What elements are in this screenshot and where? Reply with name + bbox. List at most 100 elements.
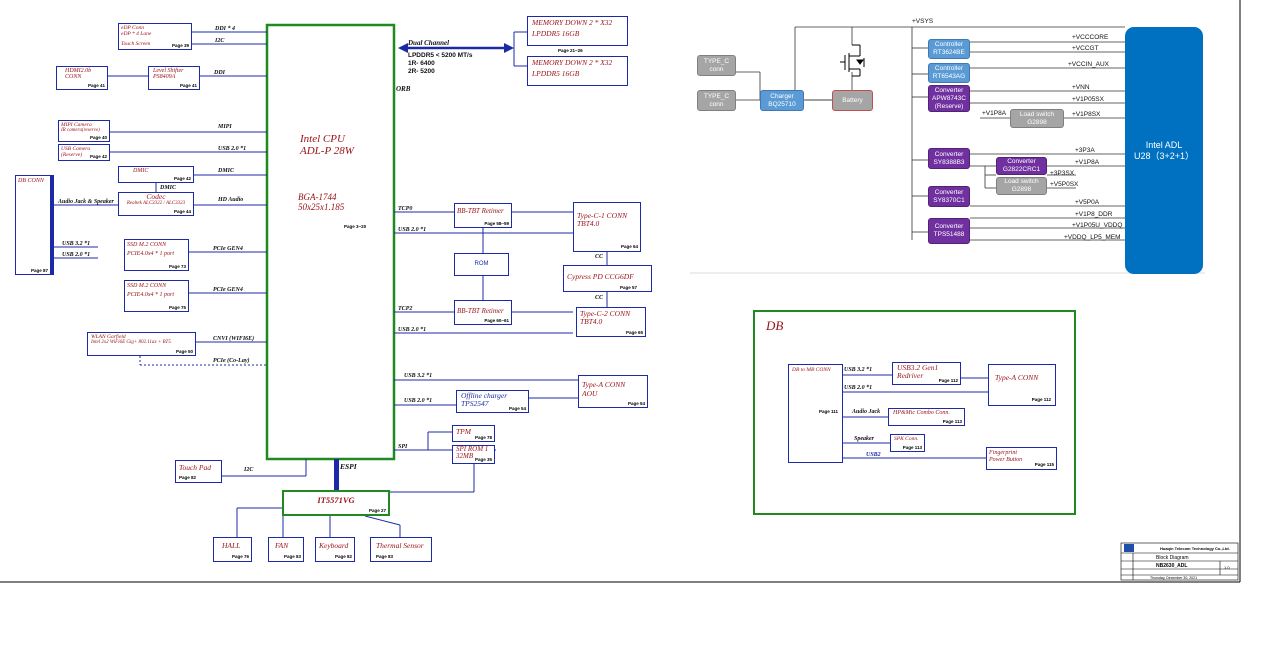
- edp-page: Page 39: [171, 43, 189, 48]
- ssd1-page: Page 73: [168, 264, 186, 269]
- memory-down-1: MEMORY DOWN 2 * X32 LPDDR5 16GB: [527, 16, 628, 46]
- hdmi-conn: HDMI2.0b CONN Page 41: [56, 66, 108, 90]
- spk-label: SPK Conn.: [894, 436, 919, 442]
- sig-db-usb20: USB 2.0 *1: [844, 385, 873, 391]
- rail-v5p0sx: +V5P0SX: [1050, 181, 1079, 188]
- converter-sy8388b3: Converter SY8388B3: [928, 148, 970, 169]
- fingerprint-power-button: Fingerprint Power Button Page 115: [986, 447, 1057, 470]
- ctrl1-line2: RT3624BE: [933, 49, 965, 56]
- cpu-name: Intel CPU: [300, 133, 345, 145]
- touch-pad: Touch Pad Page 82: [175, 460, 222, 483]
- offline-line1: Offline charger: [461, 391, 508, 400]
- memory-down-2: MEMORY DOWN 2 * X32 LPDDR5 16GB: [527, 56, 628, 86]
- hdmi-page: Page 41: [87, 83, 105, 88]
- converter-apw8743c: Converter APW8743C (Reserve): [928, 85, 970, 112]
- titleblock-date: Thursday, December 30, 2021: [1150, 576, 1198, 580]
- cypress-label: Cypress PD CCG6DF: [567, 272, 634, 281]
- ctrl2-line2: RT6543AG: [932, 73, 966, 80]
- battery: Battery: [832, 90, 873, 111]
- sig-audio-jack: Audio Jack: [852, 409, 881, 415]
- redriver-line2: Redriver: [897, 371, 924, 380]
- offline-charger: Offline charger TPS2547 Page 54: [456, 390, 529, 413]
- touchpad-page: Page 82: [179, 475, 197, 480]
- cpu-orb-label: ORB: [396, 85, 411, 93]
- level-shifter: Level Shifter PS8409A Page 41: [148, 66, 200, 90]
- cpu-package: BGA-1744 50x25x1.185: [298, 192, 344, 212]
- sig-tcp0: TCP0: [398, 206, 413, 212]
- db-conn-label: DB to MB CONN: [792, 367, 831, 373]
- rail-vcccore: +VCCCORE: [1072, 34, 1109, 41]
- fp-line2: Power Button: [989, 457, 1023, 463]
- converter-tps51488: Converter TPS51488: [928, 218, 970, 244]
- conv3-line1: Converter: [1007, 158, 1036, 165]
- tbt-retimer-2: BB-TBT Retimer Page 60~61: [454, 300, 512, 325]
- ec-label: IT5571VG: [317, 495, 355, 505]
- converter-g2822crc1: Converter G2822CRC1: [996, 157, 1047, 175]
- sig-tbt1-usb20: USB 2.0 *1: [398, 227, 427, 233]
- offline-line2: TPS2547: [461, 399, 489, 408]
- edp-line1: eDP Conn: [121, 25, 144, 31]
- sig-pcie-gen4-2: PCIe GEN4: [213, 287, 243, 293]
- thermal-sensor: Thermal Sensor Page 83: [370, 537, 432, 562]
- cypress-page: Page 57: [619, 285, 637, 290]
- typea-line1: Type-A CONN: [582, 380, 626, 389]
- controller-rt3624be: Controller RT3624BE: [928, 39, 970, 59]
- conv3-line2: G2822CRC1: [1002, 166, 1041, 173]
- cpu-model: ADL-P 28W: [300, 145, 354, 157]
- typec-conn-b-label: TYPE_C conn: [703, 92, 730, 108]
- tbt1-label: BB-TBT Retimer: [457, 207, 504, 215]
- mipi-line1: MIPI Camera: [61, 122, 92, 128]
- dmic-label: DMIC: [133, 168, 149, 174]
- sig-dmic-2: DMIC: [160, 185, 177, 191]
- rail-v5p0a: +V5P0A: [1075, 199, 1100, 206]
- usbcam-line1: USB Camera: [61, 146, 91, 152]
- load2-line1: Load switch: [1004, 178, 1039, 185]
- spk-conn: SPK Conn. Page 113: [890, 434, 925, 452]
- sig-audio-jack-speaker: Audio Jack & Speaker: [58, 199, 114, 205]
- redriver-page: Page 112: [938, 378, 958, 383]
- rail-v1p8sx: +V1P8SX: [1072, 111, 1101, 118]
- keyboard: Keyboard Page 82: [315, 537, 355, 562]
- ssd2-line1: SSD M.2 CONN: [127, 283, 167, 289]
- sig-spi: SPI: [398, 444, 408, 450]
- typec-conn-a-label: TYPE_C conn: [703, 57, 730, 73]
- load1-line1: Load switch: [1019, 110, 1055, 118]
- level-line1: Level Shifter: [153, 68, 184, 74]
- memory-speed-1r: 1R- 6400: [408, 60, 435, 67]
- hdmi-line1: HDMI2.0b: [65, 68, 92, 74]
- level-line2: PS8409A: [153, 74, 176, 80]
- cypress-pd: Cypress PD CCG6DF Page 57: [563, 265, 652, 292]
- ctrl1-line1: Controller: [934, 41, 964, 48]
- ssd2-line2: PCIE4.0x4 * 1 port: [127, 292, 174, 298]
- codec-line2: Realtek ALC3322 / ALC3323: [126, 201, 186, 206]
- conv2-line1: Converter: [934, 150, 964, 158]
- rail-v1p8a-in: +V1P8A: [982, 110, 1007, 117]
- intel-adl-line1: Intel ADL: [1145, 139, 1183, 150]
- conv1-line1: Converter: [934, 86, 964, 94]
- sig-usbcam: USB 2.0 *1: [218, 146, 247, 152]
- sig-touchpad-i2c: I2C: [244, 467, 254, 473]
- ctrl2-line1: Controller: [934, 65, 964, 72]
- touchpad-label: Touch Pad: [179, 463, 212, 472]
- tbt-retimer-1: BB-TBT Retimer Page 58~59: [454, 203, 512, 228]
- dmic: DMIC Page 42: [118, 166, 194, 183]
- charger-bq25710: Charger BQ25710: [760, 90, 804, 111]
- sig-typea-usb32: USB 3.2 *1: [404, 373, 433, 379]
- sig-ddi: DDI: [214, 70, 226, 76]
- titleblock-company: Huaqin Telecom Technology Co.,Ltd.: [1160, 546, 1230, 551]
- offline-page: Page 54: [508, 406, 526, 411]
- sig-offline-usb20: USB 2.0 *1: [404, 398, 433, 404]
- typea-line2: AOU: [582, 389, 598, 398]
- memory-1-line2: LPDDR5 16GB: [532, 29, 580, 38]
- keyboard-label: Keyboard: [319, 541, 349, 550]
- ssd-2: SSD M.2 CONN PCIE4.0x4 * 1 port Page 75: [124, 280, 189, 312]
- mipi-camera: MIPI Camera IR camera(reserve) Page 40: [58, 120, 110, 142]
- dbconn-page: Page 87: [30, 268, 48, 273]
- cpu-block: Intel CPU ADL-P 28W: [300, 133, 354, 157]
- ec-page: Page 27: [368, 508, 386, 513]
- mipi-line2: IR camera(reserve): [61, 128, 100, 133]
- wlan-page: Page 50: [175, 349, 193, 354]
- type-a-conn: Type-A CONN AOU Page 54: [578, 375, 648, 408]
- wlan-line1: WLAN Garfield: [91, 334, 126, 340]
- sig-usb2: USB2: [866, 452, 881, 458]
